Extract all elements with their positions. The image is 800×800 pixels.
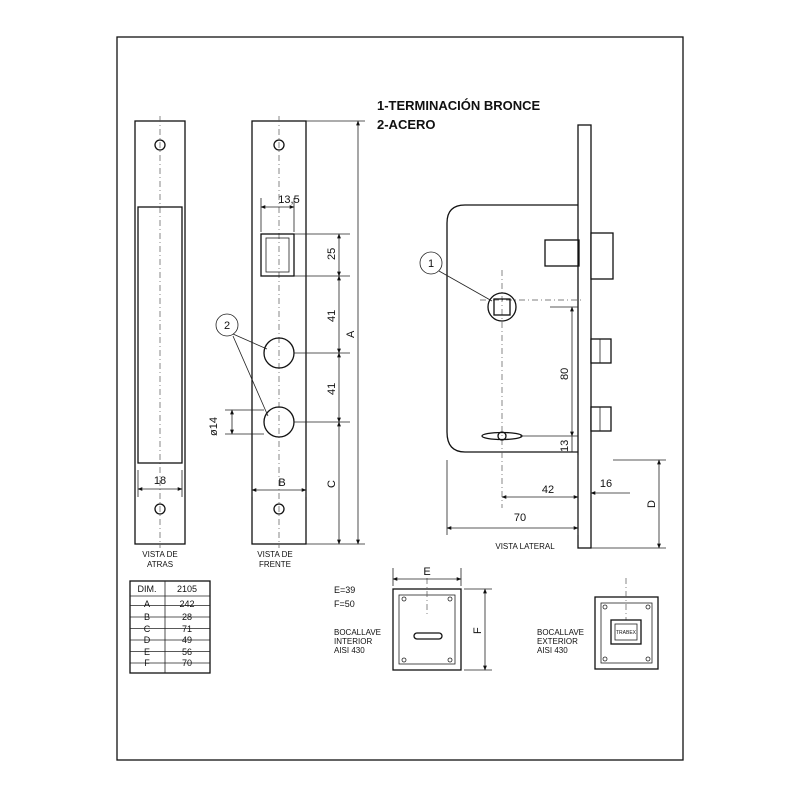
dim-spacing-2: 41	[326, 383, 338, 395]
dim-hole-diameter: ø14	[208, 417, 220, 436]
table-cell: A	[144, 599, 150, 609]
label-interior-2: INTERIOR	[334, 637, 372, 646]
dim-body-depth: 70	[514, 512, 526, 524]
escutcheon-interior: E F BOCALLAVE INTERIOR AISI 430	[334, 566, 492, 671]
table-cell: D	[144, 635, 151, 645]
dimension-table: DIM. 2105 A 242 B 28 C 71 D 49 E 56 F 70	[129, 580, 211, 674]
label-exterior-1: BOCALLAVE	[537, 628, 584, 637]
escutcheon-exterior: TRABEX BOCALLAVE EXTERIOR AISI 430	[537, 578, 659, 670]
value-e: E=39	[334, 585, 355, 595]
dim-lower: C	[326, 480, 338, 488]
label-exterior-2: EXTERIOR	[537, 637, 578, 646]
table-cell: 242	[179, 599, 194, 609]
back-view: 18 VISTA DE ATRAS	[134, 116, 186, 569]
table-header-model: 2105	[177, 584, 197, 594]
dim-back-width: 18	[154, 475, 166, 487]
dim-f: F	[472, 627, 484, 634]
brand-label: TRABEX	[616, 630, 637, 636]
table-cell: C	[144, 624, 151, 634]
note-bronze: 1-TERMINACIÓN BRONCE	[377, 98, 541, 113]
dim-latch-width: 13,5	[278, 194, 299, 206]
table-cell: B	[144, 612, 150, 622]
label-exterior-3: AISI 430	[537, 646, 568, 655]
label-front-view-1: VISTA DE	[257, 550, 292, 559]
dim-overall: A	[345, 330, 357, 338]
front-view: 13,5 ø14 B VISTA DE FRENTE 25 41 41 C A	[208, 116, 365, 569]
table-cell: F	[144, 658, 150, 668]
label-back-view-2: ATRAS	[147, 560, 173, 569]
table-header-dim: DIM.	[138, 584, 157, 594]
callout-1: 1	[428, 258, 434, 270]
dim-backset: 42	[542, 484, 554, 496]
dim-bolt-spacing: 80	[559, 368, 571, 380]
table-cell: 70	[182, 658, 192, 668]
dim-front-width: B	[278, 477, 285, 489]
value-f: F=50	[334, 599, 355, 609]
side-view: 80 13 42 70 16 D 1 VISTA LATERAL	[419, 124, 666, 551]
label-interior-3: AISI 430	[334, 646, 365, 655]
dim-e: E	[423, 566, 430, 578]
page-border	[116, 36, 684, 761]
label-front-view-2: FRENTE	[259, 560, 291, 569]
dim-d: D	[646, 500, 658, 508]
table-cell: 28	[182, 612, 192, 622]
label-interior-1: BOCALLAVE	[334, 628, 381, 637]
dim-faceplate: 16	[600, 478, 612, 490]
label-back-view-1: VISTA DE	[142, 550, 177, 559]
dim-latch-height: 25	[326, 248, 338, 260]
callout-2: 2	[224, 320, 230, 332]
label-side-view: VISTA LATERAL	[495, 542, 555, 551]
table-cell: 71	[182, 624, 192, 634]
note-steel: 2-ACERO	[377, 117, 436, 132]
dim-spacing-1: 41	[326, 310, 338, 322]
table-cell: 49	[182, 635, 192, 645]
table-cell: E	[144, 647, 150, 657]
dim-keyhole-offset: 13	[559, 440, 571, 452]
table-cell: 56	[182, 647, 192, 657]
